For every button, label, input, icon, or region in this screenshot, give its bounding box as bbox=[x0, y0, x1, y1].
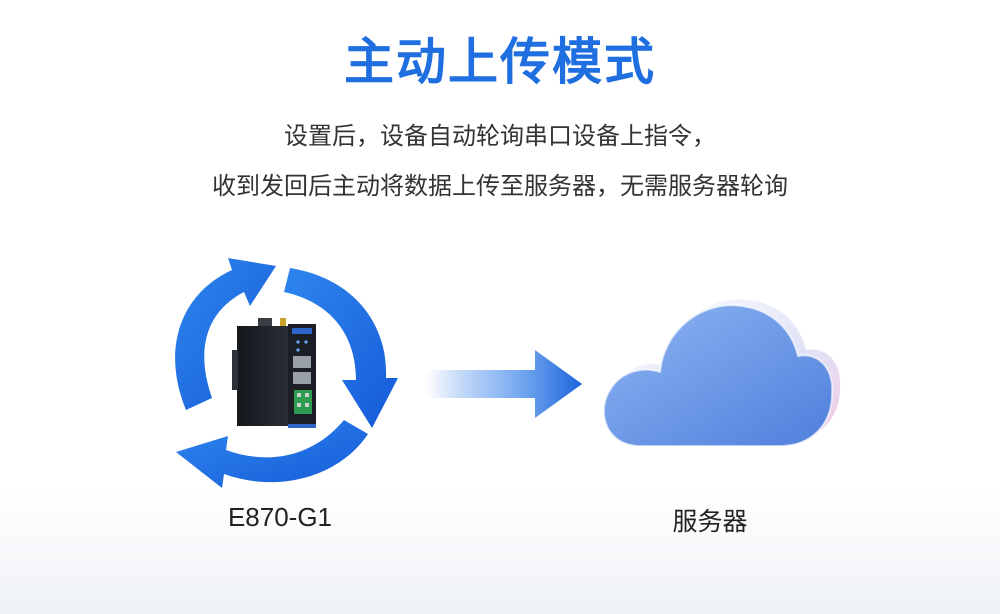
loop-arrow-bottom bbox=[176, 420, 368, 488]
loop-arrow-top bbox=[175, 258, 276, 410]
loop-arrows-icon bbox=[175, 258, 398, 488]
server-label: 服务器 bbox=[672, 507, 748, 536]
cloud-server-icon bbox=[602, 299, 841, 447]
device-label: E870-G1 bbox=[227, 502, 333, 532]
loop-arrow-right bbox=[284, 268, 398, 428]
device-image bbox=[232, 318, 316, 428]
description-line-1: 设置后，设备自动轮询串口设备上指令， bbox=[284, 122, 716, 150]
upload-arrow-icon bbox=[426, 350, 582, 418]
description-line-2: 收到发回后主动将数据上传至服务器，无需服务器轮询 bbox=[212, 172, 788, 200]
page-title: 主动上传模式 bbox=[344, 33, 656, 91]
